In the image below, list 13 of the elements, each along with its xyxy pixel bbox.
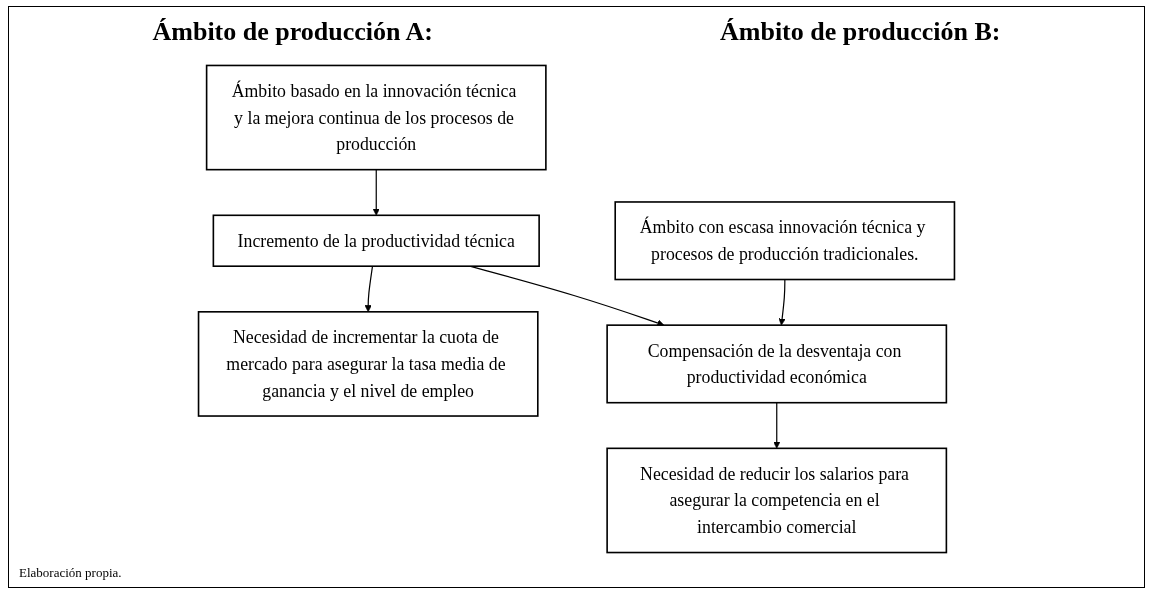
column-heading: Ámbito de producción B: — [720, 17, 1001, 47]
node-box — [212, 214, 540, 267]
arrow — [372, 169, 380, 216]
arrow — [364, 265, 374, 313]
node-box — [606, 324, 948, 404]
diagram-frame: Ámbito de producción A: Ámbito de producción B: Ámbito basado en la innovación técnica y la mejora continua de los procesos de producción Incremento de la productividad técnica Necesidad de incrementar la cuota de mercado para asegurar la tasa media de ganancia y el nivel de empleo Ámbito con escasa innovación técnica y procesos de producción tradicionales. Compensación de la desventaja con productividad económica Necesidad de reducir los salarios para asegurar la competencia en el intercambio comercial Elaboración propia. — [8, 6, 1145, 588]
arrow — [773, 402, 781, 449]
node-box — [197, 311, 539, 417]
node-box — [606, 447, 948, 554]
arrow — [778, 278, 786, 326]
caption: Elaboración propia. — [19, 565, 122, 581]
node-box — [614, 201, 956, 281]
node-box — [205, 64, 547, 171]
